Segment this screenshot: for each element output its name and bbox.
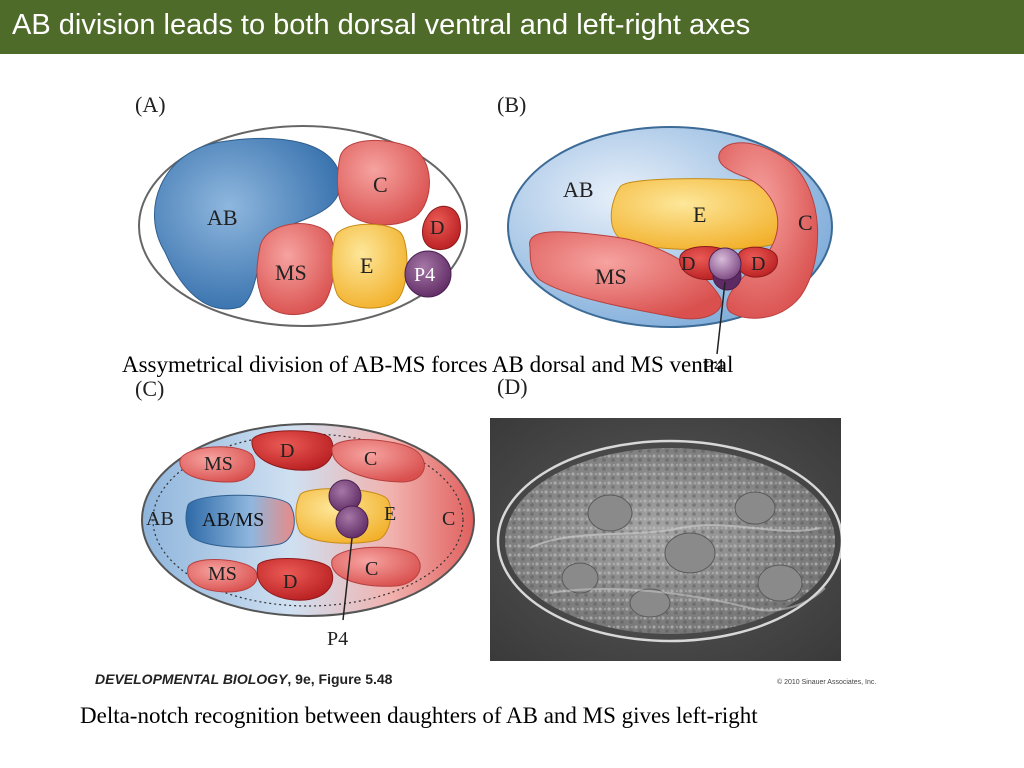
label-d-left: D (681, 253, 695, 275)
label-p4: P4 (327, 628, 348, 650)
cell-ms-top (179, 446, 256, 483)
label-ab: AB (146, 508, 174, 530)
caption-bottom: Delta-notch recognition between daughter… (80, 703, 758, 728)
cell-d-top (251, 430, 334, 471)
panel-b-diagram: AB E C MS D D P4 (507, 126, 833, 377)
panel-c-label: (C) (135, 376, 165, 401)
label-c-top: C (364, 448, 377, 470)
cell-c (336, 139, 430, 226)
cell-boundary (549, 587, 826, 612)
label-ab: AB (563, 177, 594, 202)
cell-p4 (335, 505, 369, 539)
panel-a-label: (A) (135, 92, 166, 117)
copyright-notice: © 2010 Sinauer Associates, Inc. (777, 679, 877, 686)
panel-c-diagram: MS D C AB AB/MS E C MS D C P4 (141, 423, 475, 650)
label-e: E (693, 202, 706, 227)
cell-abms (185, 494, 295, 548)
label-ms-top: MS (204, 453, 233, 475)
cell-c-top (331, 439, 425, 483)
cell-ms (256, 223, 335, 316)
cell-c (718, 142, 819, 319)
nucleus (734, 491, 776, 525)
label-d-right: D (751, 253, 765, 275)
panel-d-micrograph (490, 418, 841, 661)
panel-b-label: (B) (497, 92, 527, 117)
cell-ms-bottom (187, 559, 258, 593)
credit-book-title: DEVELOPMENTAL BIOLOGY (95, 671, 288, 687)
label-ms-bottom: MS (208, 563, 237, 585)
nucleus (629, 588, 671, 618)
label-d-top: D (280, 440, 294, 462)
slide-title: AB division leads to both dorsal ventral… (12, 9, 751, 41)
panel-d-label: (D) (497, 374, 528, 399)
panel-a-diagram: AB C D MS E P4 (138, 125, 468, 327)
caption-middle: Assymetrical division of AB-MS forces AB… (122, 352, 734, 377)
label-c-right: C (442, 508, 455, 530)
label-e: E (384, 503, 396, 525)
cell-c-bottom (331, 546, 421, 587)
nucleus (587, 494, 633, 532)
cell-ms (529, 231, 722, 320)
cell-boundary (529, 524, 821, 549)
credit-figure: , 9e, Figure 5.48 (287, 671, 393, 687)
cell-p4 (708, 247, 742, 281)
cell-p4 (404, 250, 452, 298)
p4-pointer-line (716, 281, 726, 355)
label-ab: AB (207, 205, 238, 230)
inner-dotted-outline (152, 433, 464, 607)
nucleus (757, 564, 803, 602)
title-bar: AB division leads to both dorsal ventral… (0, 0, 1024, 54)
cell-d-bottom (256, 558, 334, 601)
cell-e (331, 223, 408, 309)
nucleus (561, 562, 599, 594)
nucleus (664, 532, 716, 574)
label-c-bottom: C (365, 558, 378, 580)
label-abms: AB/MS (202, 509, 264, 531)
label-c: C (798, 210, 813, 235)
label-c: C (373, 172, 388, 197)
eggshell (496, 439, 841, 643)
label-ms: MS (595, 264, 627, 289)
label-d: D (430, 217, 444, 239)
p4-pointer-line (342, 537, 353, 621)
label-ms: MS (275, 260, 307, 285)
cell-ab (153, 137, 341, 310)
label-p4: P4 (703, 355, 724, 377)
cell-d (422, 205, 461, 251)
figure-credit: DEVELOPMENTAL BIOLOGY, 9e, Figure 5.48 (95, 671, 392, 687)
label-e: E (360, 253, 373, 278)
label-p4: P4 (414, 264, 435, 286)
label-d-bottom: D (283, 571, 297, 593)
